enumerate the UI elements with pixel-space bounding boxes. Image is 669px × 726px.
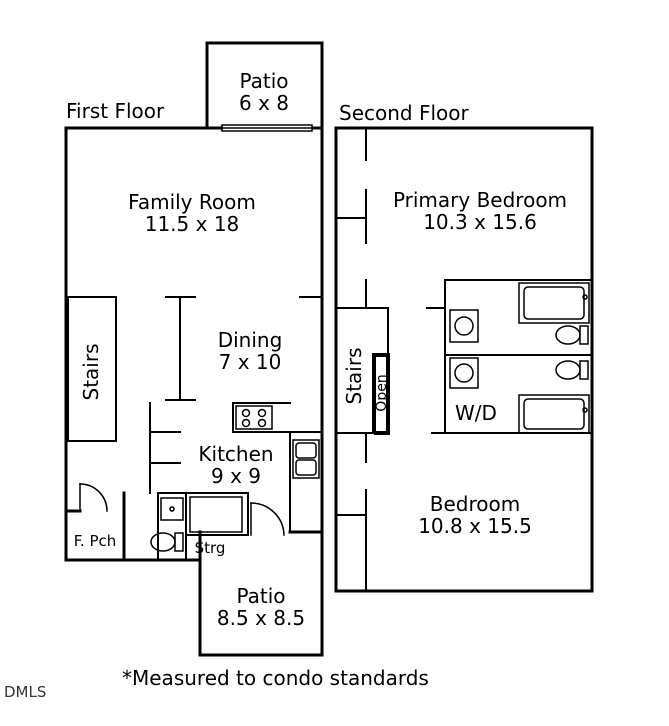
- family-room-dims: 11.5 x 18: [144, 212, 240, 236]
- kitchen-sink: [292, 439, 320, 479]
- bedroom-dims: 10.8 x 15.5: [418, 514, 532, 538]
- dining-name: Dining: [217, 328, 283, 352]
- watermark: DMLS: [4, 683, 47, 701]
- primary-bath-fixtures: [449, 282, 590, 345]
- front-porch-label: F. Pch: [73, 532, 117, 550]
- family-room-name: Family Room: [128, 190, 256, 214]
- patio-top-dims: 6 x 8: [239, 91, 289, 115]
- kitchen-name: Kitchen: [198, 442, 274, 466]
- footnote: *Measured to condo standards: [122, 666, 429, 690]
- doors: [79, 483, 285, 536]
- primary-bedroom-label: Primary Bedroom 10.3 x 15.6: [370, 189, 590, 233]
- family-room-label: Family Room 11.5 x 18: [112, 191, 272, 235]
- first-floor-label: First Floor: [66, 99, 165, 123]
- appliance: [189, 496, 243, 533]
- bedroom-label: Bedroom 10.8 x 15.5: [395, 493, 555, 537]
- dining-dims: 7 x 10: [218, 350, 282, 374]
- kitchen-dims: 9 x 9: [211, 464, 261, 488]
- bedroom-name: Bedroom: [429, 492, 521, 516]
- primary-bedroom-name: Primary Bedroom: [392, 188, 568, 212]
- storage-label: Strg: [194, 539, 226, 557]
- open-label: Open: [374, 374, 390, 412]
- patio-bottom-dims: 8.5 x 8.5: [216, 606, 306, 630]
- dining-label: Dining 7 x 10: [200, 329, 300, 373]
- half-bath: [150, 497, 184, 552]
- stove: [235, 405, 273, 430]
- stairs-first-label: Stairs: [79, 343, 103, 401]
- first-floor-interior: [67, 296, 321, 561]
- kitchen-label: Kitchen 9 x 9: [186, 443, 286, 487]
- second-bath-fixtures: [449, 357, 590, 434]
- second-floor-walls: [334, 126, 594, 593]
- primary-bedroom-dims: 10.3 x 15.6: [423, 210, 537, 234]
- wd-label: W/D: [455, 401, 497, 425]
- open-to-below: [372, 353, 390, 435]
- stairs-second-label: Stairs: [342, 347, 366, 405]
- sliding-door: [221, 124, 313, 132]
- patio-bottom-name: Patio: [236, 584, 286, 608]
- second-floor-label: Second Floor: [339, 101, 469, 125]
- patio-top-name: Patio: [239, 69, 289, 93]
- patio-bottom-label: Patio 8.5 x 8.5: [200, 585, 322, 629]
- patio-top-label: Patio 6 x 8: [214, 70, 314, 114]
